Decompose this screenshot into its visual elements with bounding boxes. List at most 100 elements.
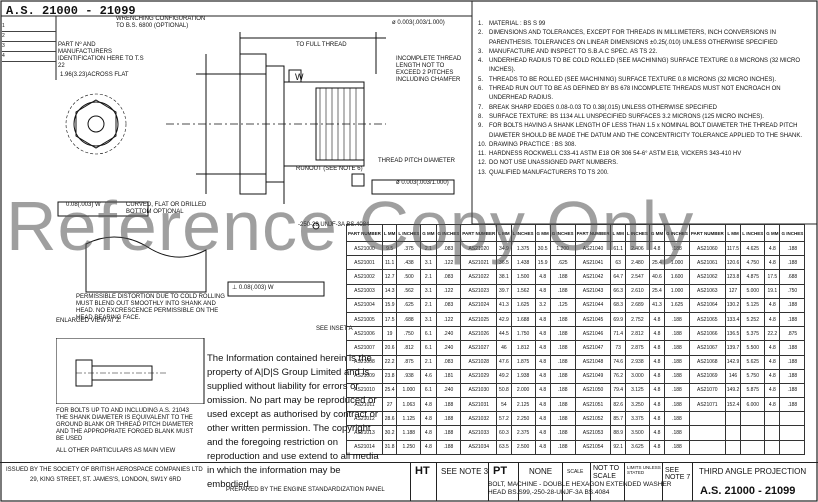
callout-distortion: PERMISSIBLE DISTORTION DUE TO COLD ROLLI… bbox=[76, 294, 225, 321]
table-cell: 152.4 bbox=[724, 397, 742, 413]
table-cell: 4.8 bbox=[648, 368, 666, 384]
table-cell: 1.188 bbox=[396, 425, 422, 441]
callout-curved-flat: CURVED, FLAT OR DRILLED BOTTOM OPTIONAL bbox=[126, 202, 207, 215]
table-cell: 60.3 bbox=[496, 425, 512, 441]
table-cell: .122 bbox=[435, 311, 462, 328]
table-cell: AS21045 bbox=[574, 311, 612, 328]
table-cell: 1.875 bbox=[510, 354, 536, 370]
table-cell: AS21000 bbox=[346, 240, 383, 257]
note-text: HARDNESS ROCKWELL C33-41 ASTM E18 OR 306… bbox=[489, 151, 742, 158]
table-cell: 69.9 bbox=[610, 311, 626, 328]
table-cell: AS21060 bbox=[688, 240, 726, 257]
table-header-cell: G MM bbox=[764, 224, 781, 242]
table-cell bbox=[764, 439, 781, 455]
table-cell: 64.7 bbox=[610, 269, 626, 285]
note-item: 8.SURFACE TEXTURE: BS 1134 ALL UNSPECIFI… bbox=[478, 113, 808, 122]
table-cell: 40.6 bbox=[648, 269, 666, 285]
note-item: 13.QUALIFIED MANUFACTURERS TO TS 200. bbox=[478, 169, 808, 178]
table-cell: .875 bbox=[779, 326, 806, 342]
scale-label: SCALE bbox=[567, 469, 584, 475]
table-cell: .500 bbox=[396, 269, 422, 285]
table-cell: AS21029 bbox=[460, 368, 498, 384]
table-cell: 4.8 bbox=[648, 340, 666, 356]
table-header-cell: L MM bbox=[724, 224, 742, 242]
table-cell: 4.8 bbox=[648, 397, 666, 413]
table-cell: .188 bbox=[549, 382, 576, 399]
table-cell: 82.6 bbox=[610, 397, 626, 413]
table-cell: 4.8 bbox=[534, 283, 551, 299]
table-cell: 4.8 bbox=[648, 354, 666, 370]
note-number: 7. bbox=[478, 104, 484, 111]
table-cell: 142.9 bbox=[724, 354, 742, 370]
ht-label: HT bbox=[415, 465, 430, 477]
table-header-cell: G INCHES bbox=[779, 224, 806, 242]
table-cell: 127 bbox=[724, 283, 742, 299]
table-cell: 68.3 bbox=[610, 297, 626, 313]
table-cell: 88.9 bbox=[610, 425, 626, 441]
table-cell: 41.3 bbox=[648, 297, 666, 313]
inset-a-drawing bbox=[56, 338, 205, 404]
table-cell bbox=[740, 411, 766, 427]
table-cell: 133.4 bbox=[724, 311, 742, 328]
table-cell: 3.500 bbox=[624, 425, 650, 441]
table-cell: .188 bbox=[664, 326, 690, 342]
table-cell: AS21014 bbox=[346, 439, 383, 455]
table-cell: AS21030 bbox=[460, 382, 498, 399]
table-cell bbox=[764, 411, 781, 427]
table-cell: AS21050 bbox=[574, 382, 612, 399]
scale-cell: SCALE bbox=[562, 463, 591, 501]
table-cell: AS21034 bbox=[460, 439, 498, 455]
note-item: 7. BREAK SHARP EDGES 0.08-0.03 TO 0.38(.0… bbox=[478, 104, 808, 113]
table-cell: 4.8 bbox=[648, 439, 666, 455]
table-cell: .750 bbox=[396, 326, 422, 342]
table-cell: .188 bbox=[549, 269, 576, 285]
table-cell: AS21032 bbox=[460, 411, 498, 427]
table-cell: 2.875 bbox=[624, 340, 650, 356]
table-cell: .240 bbox=[435, 340, 462, 356]
table-cell: 4.8 bbox=[648, 326, 666, 342]
table-cell: 17.5 bbox=[764, 269, 781, 285]
table-cell: 120.6 bbox=[724, 255, 742, 271]
table-cell: .188 bbox=[549, 340, 576, 356]
revision-row: 4 bbox=[2, 52, 56, 62]
table-cell: 85.7 bbox=[610, 411, 626, 427]
watermark: Reference Copy Only bbox=[6, 187, 695, 265]
table-cell: 1.250 bbox=[396, 439, 422, 455]
table-header-cell: PART NUMBER bbox=[688, 224, 726, 242]
note-text: MATERIAL : BS S 99 bbox=[489, 21, 546, 27]
callout-full-thread: TO FULL THREAD bbox=[296, 42, 347, 48]
table-cell: 3.2 bbox=[534, 297, 551, 313]
table-cell: 139.7 bbox=[724, 340, 742, 356]
table-cell: 27 bbox=[381, 397, 398, 413]
table-cell: 117.5 bbox=[724, 240, 742, 257]
table-cell: 4.8 bbox=[764, 397, 781, 413]
note-text: BREAK SHARP EDGES 0.08-0.03 TO 0.38(.015… bbox=[489, 104, 717, 111]
callout-runout-tol: ø 0.003(.003/1.000) bbox=[396, 180, 449, 186]
revision-row: 2 bbox=[2, 32, 56, 42]
table-cell: AS21006 bbox=[346, 326, 383, 342]
scale-value-cell: NOT TO SCALE bbox=[590, 463, 625, 501]
table-cell: .188 bbox=[549, 326, 576, 342]
table-cell: 4.750 bbox=[740, 255, 766, 271]
issued-address: 29, KING STREET, ST. JAMES'S, LONDON, SW… bbox=[30, 477, 182, 483]
table-cell: 2.938 bbox=[624, 354, 650, 370]
table-cell: 1.000 bbox=[664, 283, 690, 299]
table-cell: .562 bbox=[396, 283, 422, 299]
table-cell: .188 bbox=[549, 439, 576, 455]
note-number: 3. bbox=[478, 48, 484, 55]
table-cell: 5.500 bbox=[740, 340, 766, 356]
table-cell: 6.1 bbox=[420, 382, 437, 399]
table-cell: 1.125 bbox=[396, 411, 422, 427]
table-cell: 4.875 bbox=[740, 269, 766, 285]
table-cell: .188 bbox=[435, 397, 462, 413]
table-cell: 1.688 bbox=[510, 311, 536, 328]
table-cell: 4.8 bbox=[648, 311, 666, 328]
table-cell: 3.000 bbox=[624, 368, 650, 384]
note-number: 13. bbox=[478, 169, 487, 176]
